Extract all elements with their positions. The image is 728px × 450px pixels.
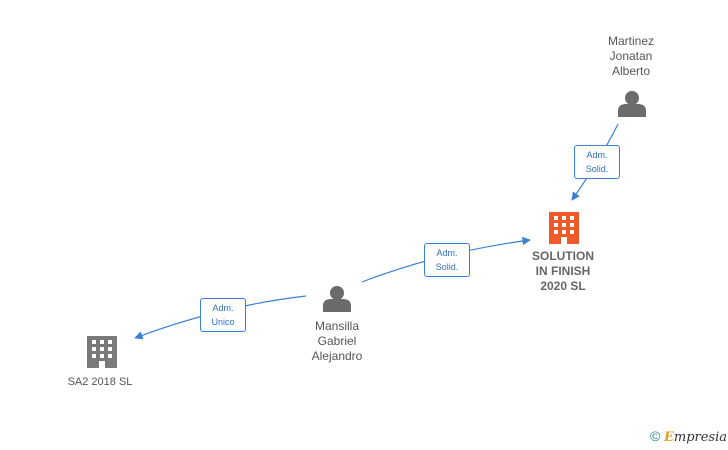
person-icon[interactable] xyxy=(323,286,351,312)
person-icon[interactable] xyxy=(618,91,646,117)
empresia-logo: Empresia xyxy=(663,430,728,445)
edge-label-adm-unico: Adm. Unico xyxy=(200,298,246,332)
building-icon[interactable] xyxy=(549,212,579,244)
copyright-symbol: © xyxy=(650,428,661,444)
edge-label-adm-solid-mansilla: Adm. Solid. xyxy=(424,243,470,277)
company-name-sa2[interactable]: SA2 2018 SL xyxy=(67,376,133,388)
company-name-solution[interactable]: SOLUTION IN FINISH 2020 SL xyxy=(532,249,594,293)
edge-label-adm-solid-martinez: Adm. Solid. xyxy=(574,145,620,179)
person-name-martinez[interactable]: Martinez Jonatan Alberto xyxy=(607,34,654,78)
empresia-watermark: © Empresia xyxy=(650,428,727,445)
person-name-mansilla[interactable]: Mansilla Gabriel Alejandro xyxy=(311,319,363,363)
building-icon[interactable] xyxy=(87,336,117,368)
